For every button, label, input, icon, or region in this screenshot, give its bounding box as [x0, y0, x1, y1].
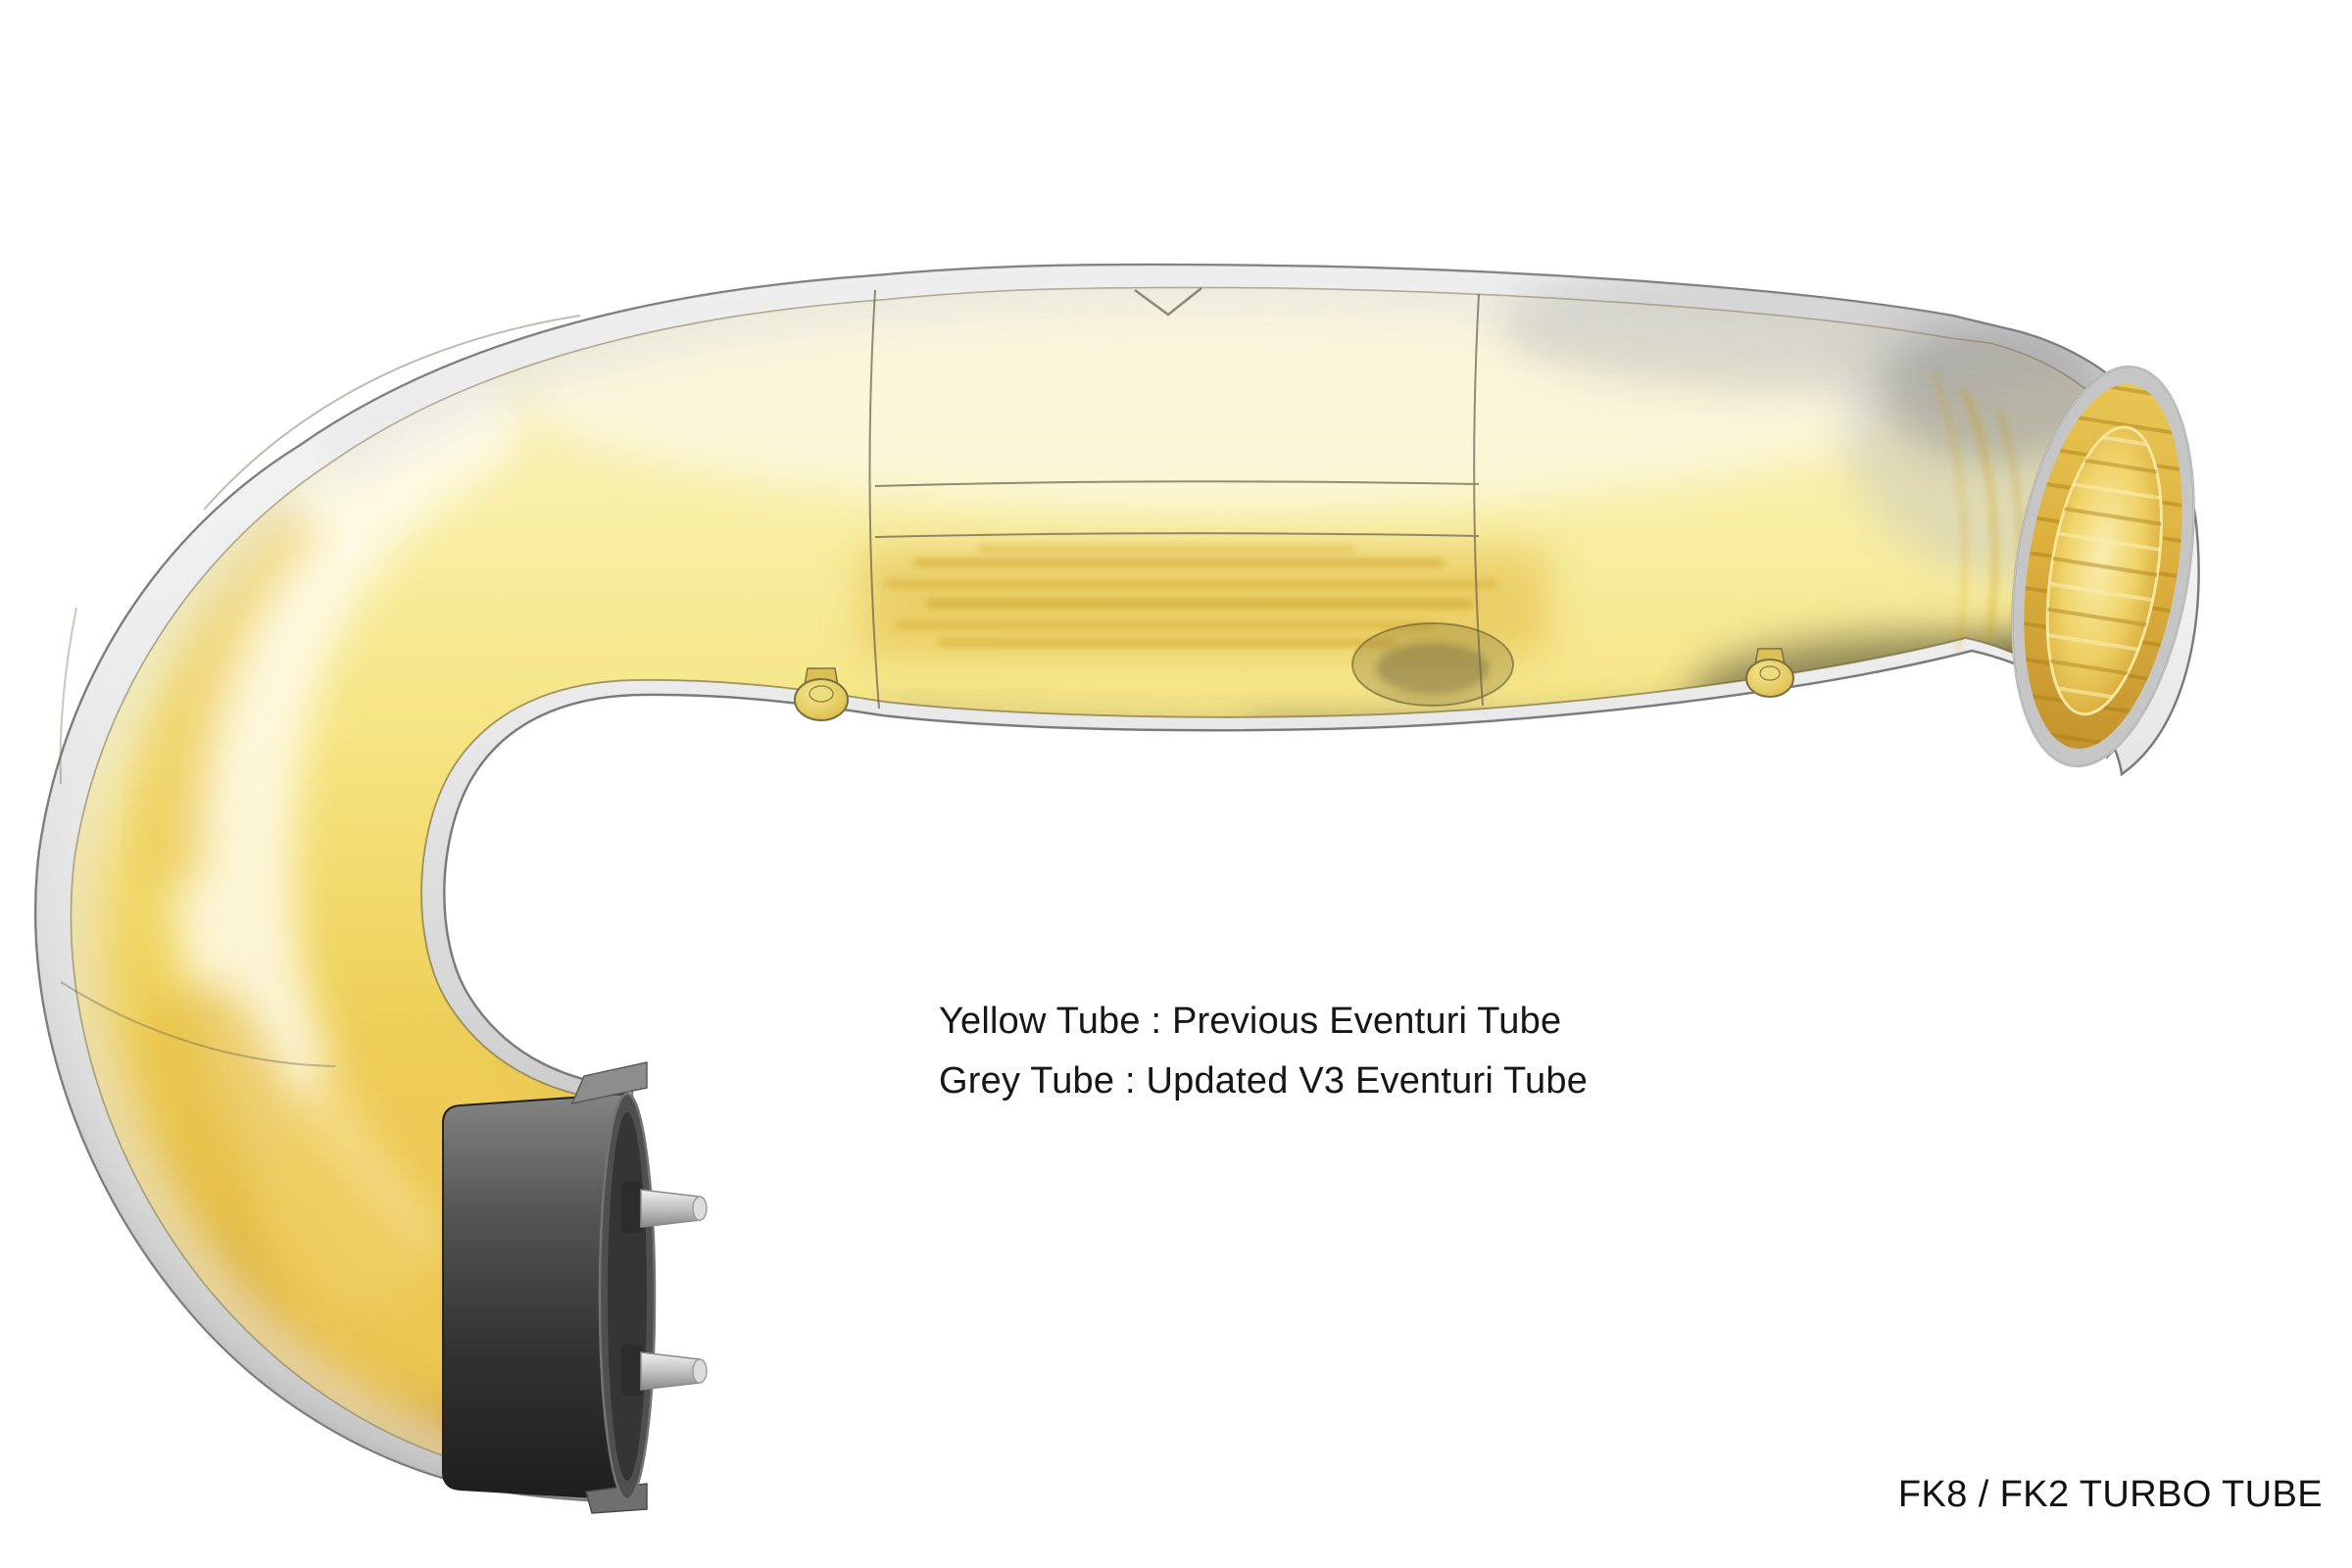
legend-line-yellow: Yellow Tube : Previous Eventuri Tube	[939, 1001, 1562, 1042]
inlet-opening	[2000, 366, 2206, 767]
mounting-boss-right	[1745, 648, 1794, 698]
underside-port	[1351, 622, 1514, 707]
legend-line-grey: Grey Tube : Updated V3 Eventuri Tube	[939, 1060, 1589, 1102]
caption-title: FK8 / FK2 TURBO TUBE	[1897, 1474, 2323, 1515]
legend: Yellow Tube : Previous Eventuri Tube Gre…	[939, 992, 1588, 1111]
seam-lines	[59, 287, 1484, 1067]
flange-top-tab	[570, 1061, 648, 1105]
top-notch-mark	[1134, 287, 1202, 317]
mounting-boss-left	[794, 667, 849, 721]
flange-pin-bottom	[621, 1345, 708, 1396]
turbo-flange-connector	[442, 1061, 708, 1514]
grey-shell-shading	[43, 265, 2195, 1499]
flange-pin-top	[621, 1182, 708, 1233]
